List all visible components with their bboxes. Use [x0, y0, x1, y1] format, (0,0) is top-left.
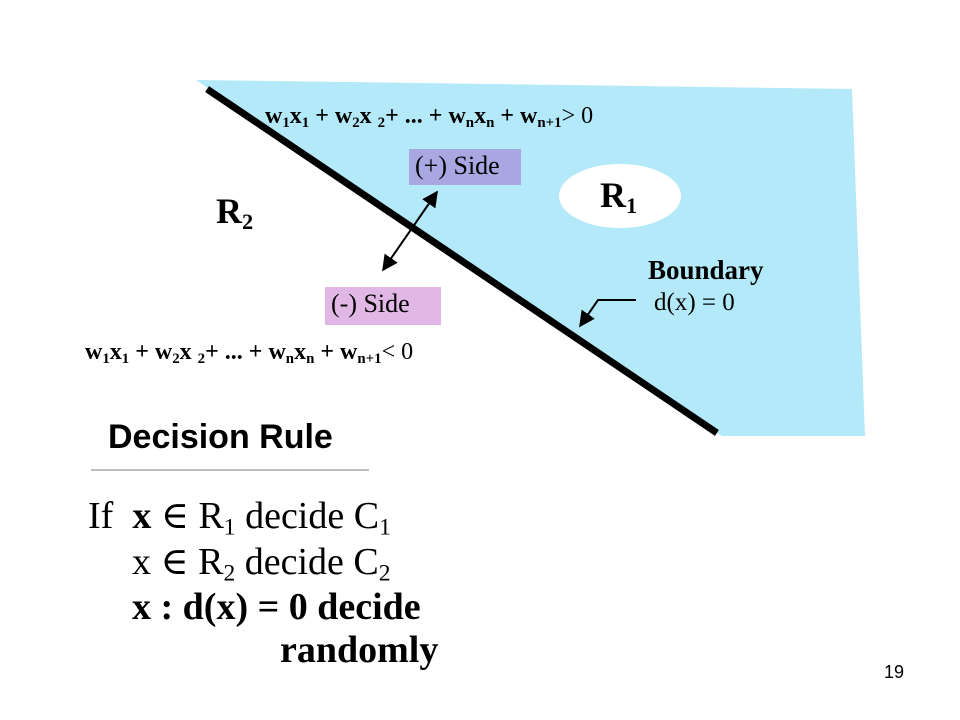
region-r2-letter: R	[216, 191, 242, 231]
region-r1-label: R1	[600, 174, 638, 219]
decision-rule-title: Decision Rule	[108, 418, 333, 456]
decision-rule-line-4: randomly	[280, 629, 439, 671]
region-r2-label: R2	[216, 190, 254, 235]
positive-inequality-relation: > 0	[561, 103, 594, 129]
region-r2-subscript: 2	[242, 209, 254, 235]
decision-rule-line-2: x ∈ R2 decide C2	[132, 541, 391, 587]
side-double-arrow	[382, 190, 438, 272]
positive-inequality: w1x1 + w2x 2+ ... + wnxn + wn+1> 0	[265, 103, 594, 132]
boundary-equation: d(x) = 0	[654, 289, 735, 316]
negative-inequality-relation: < 0	[381, 339, 414, 365]
boundary-title: Boundary	[648, 255, 764, 285]
plus-side-label: (+) Side	[409, 149, 521, 185]
decision-rule-line-3: x : d(x) = 0 decide	[132, 586, 421, 628]
page-number: 19	[884, 662, 905, 682]
region-r1-subscript: 1	[626, 193, 638, 219]
region-r1-letter: R	[600, 175, 626, 215]
region-r1-fill	[196, 80, 865, 436]
boundary-pointer-arrow	[579, 299, 636, 328]
r1-ellipse	[559, 164, 681, 228]
decision-boundary-line	[205, 86, 719, 436]
minus-side-label: (-) Side	[325, 287, 441, 325]
negative-inequality: w1x1 + w2x 2+ ... + wnxn + wn+1< 0	[85, 339, 414, 368]
decision-rule-line-1: If x ∈ R1 decide C1	[88, 495, 391, 541]
